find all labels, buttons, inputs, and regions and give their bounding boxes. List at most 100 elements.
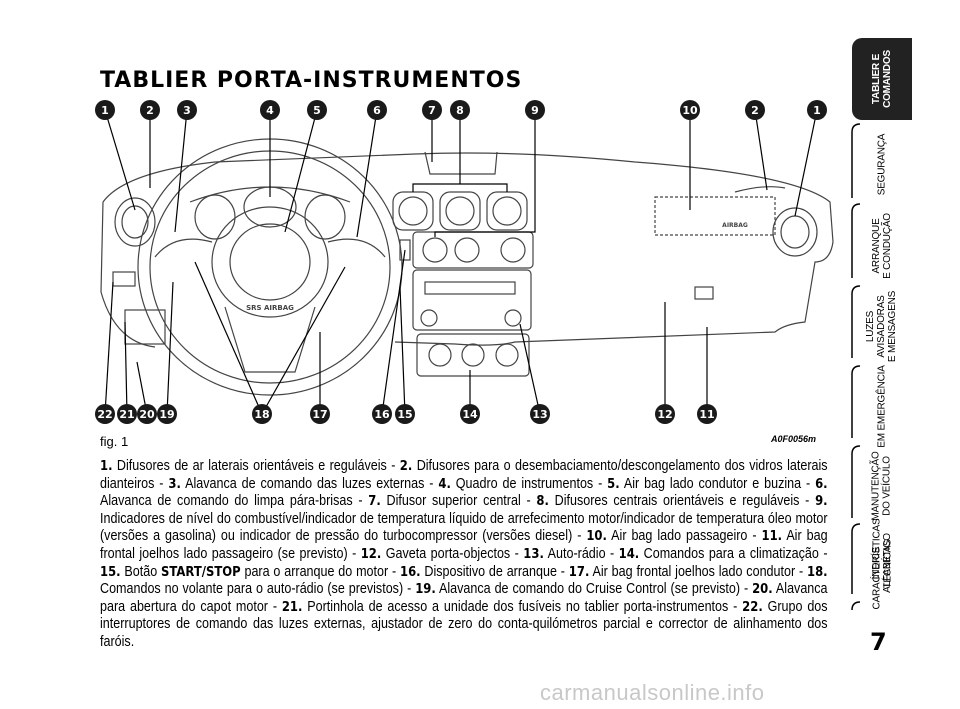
srs-airbag-label: SRS AIRBAG — [246, 304, 294, 312]
svg-text:6: 6 — [373, 104, 381, 117]
caption-item-text: Air bag frontal joelhos lado condutor - — [589, 563, 808, 580]
caption-item-text: Alavanca de comando das luzes externas - — [180, 475, 439, 492]
svg-text:13: 13 — [532, 408, 547, 421]
svg-text:1: 1 — [101, 104, 109, 117]
svg-text:21: 21 — [119, 408, 134, 421]
svg-text:16: 16 — [374, 408, 390, 421]
caption-item-number: 3. — [168, 475, 181, 492]
caption-item-number: 21. — [281, 598, 303, 615]
caption-item-text: Air bag lado passageiro - — [606, 528, 762, 545]
caption-item-text: Alavanca de comando do limpa pára-brisas… — [100, 493, 369, 510]
bottom-callouts: 22 21 20 19 18 17 16 15 14 13 12 11 — [95, 404, 717, 424]
caption-item-text: para o arranque do motor - — [240, 563, 401, 580]
caption-item-text: Difusores para o desembaciamento/descong… — [100, 458, 828, 492]
figure-code: A0F0056m — [771, 434, 817, 444]
caption-item-text: Difusor superior central - — [380, 493, 537, 510]
tab-tablier-e-comandos[interactable]: TABLIER E COMANDOS — [852, 38, 912, 120]
caption-item-text: Auto-rádio - — [543, 545, 619, 562]
caption-item-number: 11. — [761, 528, 783, 545]
caption-item-text: Indicadores de nível do combustível/indi… — [100, 510, 828, 545]
svg-text:18: 18 — [254, 408, 269, 421]
callout-20: 20 — [137, 404, 157, 424]
caption-item-number: 12. — [360, 545, 382, 562]
caption-item-text: Grupo dos interruptores de comando das l… — [100, 598, 828, 650]
svg-text:5: 5 — [313, 104, 321, 117]
callout-22: 22 — [95, 404, 115, 424]
svg-text:1: 1 — [813, 104, 821, 117]
svg-text:10: 10 — [682, 104, 698, 117]
caption-item-text: Alavanca de comando do Cruise Control (s… — [435, 581, 753, 598]
callout-7: 7 — [422, 100, 442, 120]
caption-item-text: Dispositivo de arranque - — [420, 563, 569, 580]
svg-text:17: 17 — [312, 408, 327, 421]
callout-8: 8 — [450, 100, 470, 120]
svg-text:15: 15 — [397, 408, 412, 421]
caption-item-number: 19. — [415, 581, 436, 598]
callout-17: 17 — [310, 404, 330, 424]
callout-10: 10 — [680, 100, 700, 120]
leader-lines — [104, 109, 818, 415]
callout-11: 11 — [697, 404, 717, 424]
caption-item-number: 16. — [400, 563, 421, 580]
callout-5: 5 — [307, 100, 327, 120]
caption-item-number: 5. — [607, 475, 620, 492]
caption-item-number: 6. — [815, 475, 828, 492]
caption-item-number: 7. — [368, 493, 381, 510]
svg-text:2: 2 — [146, 104, 154, 117]
callout-2-left: 2 — [140, 100, 160, 120]
callout-18: 18 — [252, 404, 272, 424]
callout-12: 12 — [655, 404, 675, 424]
svg-text:20: 20 — [139, 408, 155, 421]
svg-text:12: 12 — [657, 408, 672, 421]
passenger-airbag-label: AIRBAG — [722, 222, 748, 229]
caption-item-text: Comandos para a climatização - — [639, 545, 828, 562]
watermark: carmanualsonline.info — [540, 680, 765, 705]
svg-text:14: 14 — [462, 408, 478, 421]
caption-item-text: Portinhola de acesso a unidade dos fusív… — [302, 598, 743, 615]
chapter-sidebar: TABLIER E COMANDOS SEGURANÇA ARRANQUE E … — [852, 38, 914, 665]
callout-1-left: 1 — [95, 100, 115, 120]
caption-item-number: 17. — [568, 563, 590, 580]
figure-label: fig. 1 — [100, 434, 129, 449]
caption-item-number: 10. — [586, 528, 607, 545]
caption-item-number: 13. — [523, 545, 544, 562]
dashboard-diagram: SRS AIRBAG AIRBAG 1 2 3 4 5 — [95, 100, 834, 424]
callout-15: 15 — [395, 404, 415, 424]
caption-item-text: Alavanca para abertura do capot motor - — [100, 581, 828, 615]
callout-2-right: 2 — [745, 100, 765, 120]
svg-text:11: 11 — [699, 408, 714, 421]
caption-item-number: 22. — [742, 598, 763, 615]
svg-text:7: 7 — [428, 104, 436, 117]
caption-item-number: 2. — [399, 458, 413, 474]
caption-item-number: 18. — [807, 563, 828, 580]
callout-1-right: 1 — [807, 100, 827, 120]
callout-4: 4 — [260, 100, 280, 120]
caption-item-number: 15. — [100, 563, 121, 580]
caption-item-text: Gaveta porta-objectos - — [381, 545, 524, 562]
svg-text:4: 4 — [266, 104, 274, 117]
callout-14: 14 — [460, 404, 480, 424]
caption-item-number: 8. — [536, 493, 549, 510]
callout-19: 19 — [157, 404, 177, 424]
svg-text:19: 19 — [159, 408, 174, 421]
caption-item-number: 1. — [100, 458, 113, 474]
svg-text:9: 9 — [531, 104, 539, 117]
callout-6: 6 — [367, 100, 387, 120]
caption-item-number: 9. — [815, 493, 828, 510]
svg-text:3: 3 — [183, 104, 191, 117]
callout-16: 16 — [372, 404, 392, 424]
caption-item-text: Air bag lado condutor e buzina - — [619, 475, 816, 492]
caption-item-number: 4. — [438, 475, 451, 492]
caption-item-text: Botão — [120, 563, 162, 580]
callout-21: 21 — [117, 404, 137, 424]
caption-item-text: Air bag frontal joelhos lado passageiro … — [100, 528, 828, 562]
sidebar-dividers — [851, 123, 861, 611]
svg-text:22: 22 — [97, 408, 112, 421]
caption-item-emphasis: START/STOP — [161, 563, 241, 580]
caption-item-text: Quadro de instrumentos - — [450, 475, 608, 492]
caption-item-number: 20. — [752, 581, 773, 598]
caption-item-text: Difusores de ar laterais orientáveis e r… — [112, 458, 400, 474]
svg-text:2: 2 — [751, 104, 759, 117]
svg-text:8: 8 — [456, 104, 464, 117]
callout-3: 3 — [177, 100, 197, 120]
